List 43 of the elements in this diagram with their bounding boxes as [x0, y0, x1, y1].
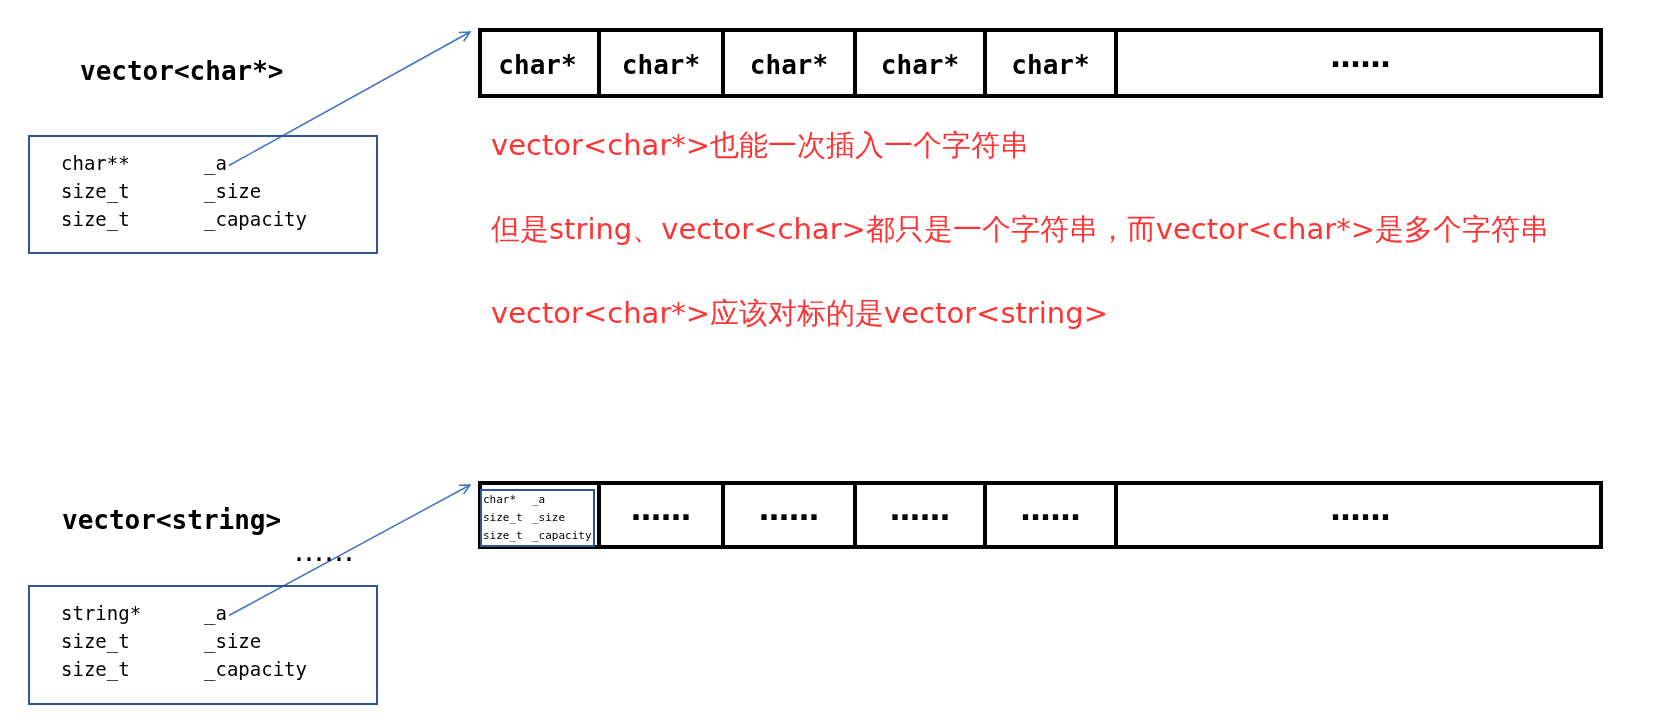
cell-text: char* [748, 52, 830, 78]
note-text: vector<char*>也能一次插入一个字符串 [491, 131, 1030, 160]
ellipsis-text: …… [630, 495, 692, 525]
type-name-text: size_t [61, 660, 130, 679]
field-name-text: _size [532, 512, 566, 523]
struct-box [28, 135, 378, 254]
ellipsis-text: …… [1019, 495, 1082, 525]
ellipsis-text: …… [1329, 42, 1392, 72]
cell-text: char* [497, 52, 578, 78]
type-name-text: size_t [483, 512, 523, 523]
type-name-text: string* [61, 604, 142, 623]
field-name-text: _size [204, 632, 262, 651]
type-name-text: size_t [61, 182, 130, 201]
pointer-arrow [228, 484, 471, 617]
field-name-text: _capacity [532, 530, 592, 541]
field-name-text: _a [532, 494, 546, 505]
struct-title: vector<string> [62, 507, 282, 533]
struct-box [28, 585, 378, 705]
ellipsis-text: …… [294, 536, 354, 566]
type-name-text: size_t [61, 632, 130, 651]
ellipsis-text: …… [1329, 495, 1392, 525]
ellipsis-text: …… [889, 495, 951, 525]
pointer-arrow [228, 31, 471, 167]
field-name-text: _capacity [204, 210, 307, 229]
cell-text: char* [1010, 52, 1091, 78]
note-text: 但是string、vector<char>都只是一个字符串，而vector<char*>是多个字符串 [491, 215, 1549, 244]
field-name-text: _a [204, 604, 227, 623]
type-name-text: char* [483, 494, 517, 505]
field-name-text: _size [204, 182, 262, 201]
type-name-text: size_t [483, 530, 523, 541]
type-name-text: char** [61, 154, 130, 173]
ellipsis-text: …… [758, 495, 820, 525]
note-text: vector<char*>应该对标的是vector<string> [491, 299, 1108, 328]
field-name-text: _capacity [204, 660, 307, 679]
array-cell [478, 485, 601, 545]
struct-title: vector<char*> [80, 58, 284, 84]
cell-text: char* [879, 52, 961, 78]
struct-box [480, 489, 595, 547]
array-box [478, 28, 1603, 98]
array-box [478, 481, 1603, 549]
cell-text: char* [620, 52, 702, 78]
type-name-text: size_t [61, 210, 130, 229]
field-name-text: _a [204, 154, 227, 173]
